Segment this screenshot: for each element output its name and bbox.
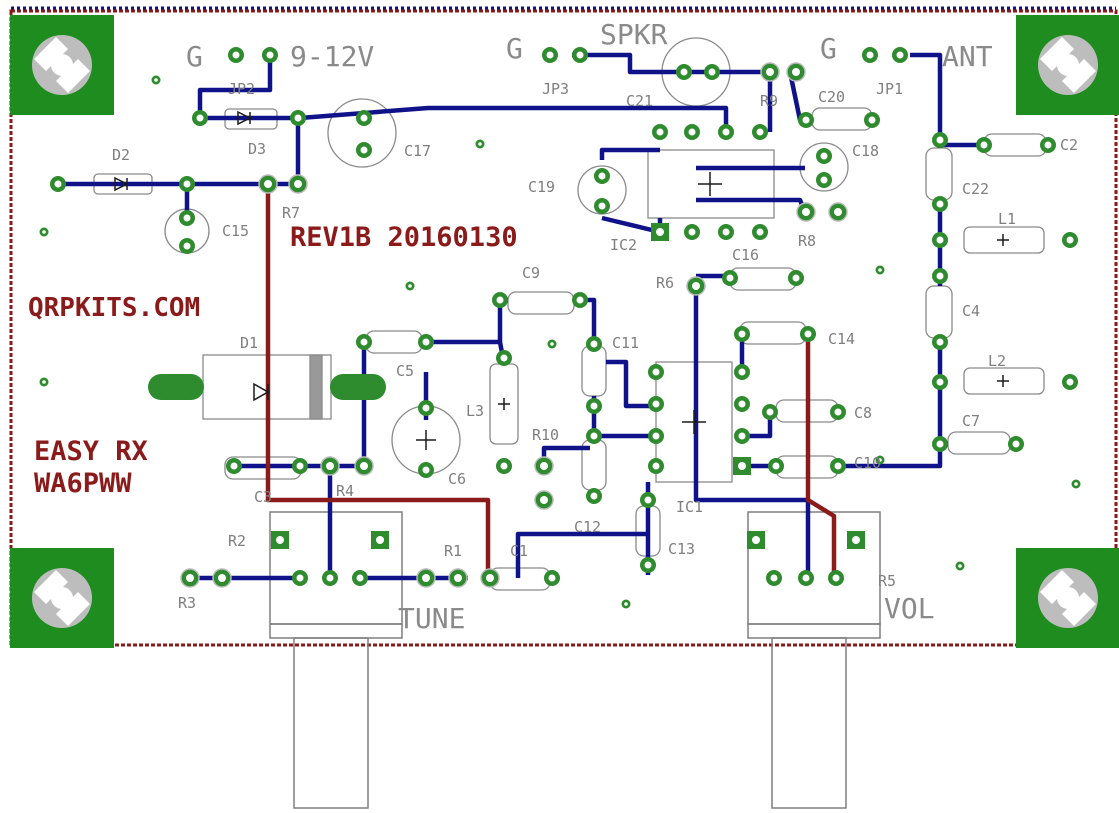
ref-L2: L2 (988, 352, 1006, 370)
ref-R10: R10 (532, 426, 559, 444)
tune-pot-shaft (269, 511, 403, 809)
ref-C11: C11 (612, 334, 639, 352)
mounting-hole-icon (1016, 548, 1119, 648)
component-markers (114, 110, 1009, 450)
reference-designators: D1 D2 D3 R7 C15 C17 C21 R9 C20 C18 C19 I… (112, 88, 1078, 612)
board-outline (9, 9, 1118, 647)
antenna-label: ANT (942, 40, 993, 73)
component-outlines (93, 37, 1047, 591)
antenna-gnd-label: G (820, 32, 837, 65)
ref-C9: C9 (522, 264, 540, 282)
ref-R1: R1 (444, 542, 462, 560)
ref-R8: R8 (798, 232, 816, 250)
ref-C12: C12 (574, 518, 601, 536)
mounting-hole-icon (10, 15, 114, 115)
speaker-label: SPKR (600, 18, 668, 51)
ref-C16: C16 (732, 246, 759, 264)
ref-L1: L1 (998, 210, 1016, 228)
ref-C19: C19 (528, 178, 555, 196)
website-label: QRPKITS.COM (28, 293, 200, 323)
ref-C22: C22 (962, 180, 989, 198)
ref-C1: C1 (510, 542, 528, 560)
mounting-hole-icon (1016, 15, 1119, 115)
ref-C6: C6 (448, 470, 466, 488)
power-connector-ref: JP2 (228, 80, 255, 98)
top-copper-traces (265, 184, 837, 578)
ref-R2: R2 (228, 532, 246, 550)
ref-C7: C7 (962, 412, 980, 430)
ref-C20: C20 (818, 88, 845, 106)
ref-C4: C4 (962, 302, 980, 320)
power-gnd-label: G (186, 40, 203, 73)
ref-C15: C15 (222, 222, 249, 240)
project-title: EASY RX (34, 436, 148, 467)
project-callsign: WA6PWW (34, 468, 132, 499)
pads (39, 47, 1081, 609)
speaker-gnd-label: G (506, 32, 523, 65)
ref-IC2: IC2 (610, 236, 637, 254)
ref-C18: C18 (852, 142, 879, 160)
ref-C2: C2 (1060, 136, 1078, 154)
ref-C3: C3 (254, 488, 272, 506)
ref-C8: C8 (854, 404, 872, 422)
vol-pot-shaft (747, 511, 881, 809)
ref-D3: D3 (248, 140, 266, 158)
volume-label: VOL (884, 592, 935, 625)
ref-IC1: IC1 (676, 498, 703, 516)
speaker-connector-ref: JP3 (542, 80, 569, 98)
ref-C13: C13 (668, 540, 695, 558)
ref-C10: C10 (854, 454, 881, 472)
ref-R7: R7 (282, 204, 300, 222)
tune-label: TUNE (398, 602, 465, 635)
ref-R4: R4 (336, 482, 354, 500)
antenna-connector-ref: JP1 (876, 80, 903, 98)
ref-C14: C14 (828, 330, 855, 348)
ref-R5: R5 (878, 572, 896, 590)
revision-label: REV1B 20160130 (290, 222, 518, 253)
power-voltage-label: 9-12V (290, 40, 374, 73)
ref-C21: C21 (626, 92, 653, 110)
ref-D2: D2 (112, 146, 130, 164)
ref-C17: C17 (404, 142, 431, 160)
ref-R9: R9 (760, 92, 778, 110)
ref-R3: R3 (178, 594, 196, 612)
mounting-hole-icon (10, 548, 114, 648)
ref-C5: C5 (396, 362, 414, 380)
ref-L3: L3 (466, 402, 484, 420)
ref-R6: R6 (656, 274, 674, 292)
ref-D1: D1 (240, 334, 258, 352)
